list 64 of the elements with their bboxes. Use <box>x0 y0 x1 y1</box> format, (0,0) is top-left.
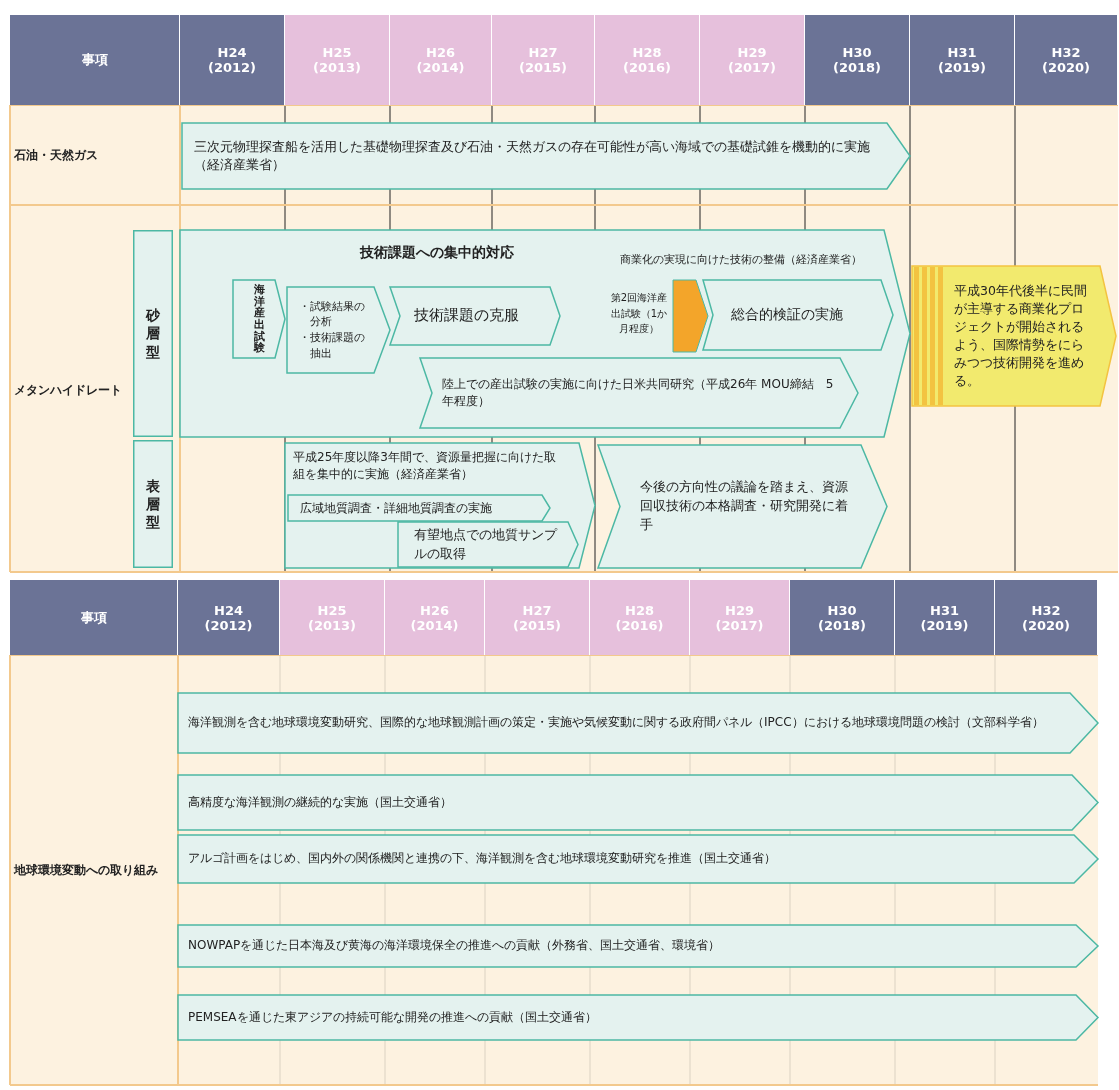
category-label: 表層型 <box>145 476 161 532</box>
row-heading: メタンハイドレート <box>14 381 123 399</box>
table-header-cell: H28 (2016) <box>595 15 700 105</box>
chevron-band <box>182 123 910 189</box>
arrow-text: 海洋観測を含む地球環境変動研究、国際的な地球観測計画の策定・実施や気候変動に関する政府間パネル（IPCC）における地球環境問題の検討（文部科学省） <box>188 714 1045 732</box>
chevron-band <box>285 443 595 568</box>
arrow-text: 平成25年度以降3年間で、資源量把握に向けた取組を集中的に実施（経済産業省） <box>293 449 557 484</box>
table-header-cell: 事項 <box>10 580 178 655</box>
arrow-text: 陸上での産出試験の実施に向けた日米共同研究（平成26年 MOU締結 5年程度） <box>442 375 834 410</box>
arrow-text: 広域地質調査・詳細地質調査の実施 <box>300 499 493 517</box>
row-heading: 地球環境変動への取り組み <box>14 861 159 879</box>
chevron-band <box>703 280 893 350</box>
table-header-cell: H32 (2020) <box>1015 15 1118 105</box>
arrow-text: 総合的検証の実施 <box>731 305 844 325</box>
chevron-band <box>420 358 858 428</box>
milestone-chevron <box>608 280 708 352</box>
table-header-cell: H26 (2014) <box>385 580 485 655</box>
category-box <box>133 440 173 568</box>
group-subheading: 商業化の実現に向けた技術の整備（経済産業省） <box>620 252 862 267</box>
category-label: 海洋産出試験 <box>252 284 266 354</box>
table-header-cell: H30 (2018) <box>790 580 895 655</box>
arrow-text: PEMSEAを通じた東アジアの持続可能な開発の推進への貢献（国土交通省） <box>188 1008 598 1026</box>
arrow-text: 有望地点での地質サンプルの取得 <box>414 525 559 563</box>
milestone-caption: 第2回海洋産出試験（1か月程度） <box>609 291 669 336</box>
table-header-cell: H30 (2018) <box>805 15 910 105</box>
arrow-text: アルゴ計画をはじめ、国内外の関係機関と連携の下、海洋観測を含む地球環境変動研究を推進（国土交通省） <box>188 850 777 868</box>
table-header-cell: H32 (2020) <box>995 580 1098 655</box>
chevron-band <box>178 925 1098 967</box>
table-header-cell: H26 (2014) <box>390 15 492 105</box>
chevron-band <box>178 995 1098 1040</box>
chevron-band <box>233 280 285 358</box>
group-heading: 技術課題への集中的対応 <box>360 243 514 262</box>
table-header-cell: H27 (2015) <box>492 15 595 105</box>
table-header-cell: H27 (2015) <box>485 580 590 655</box>
table-header-cell: H24 (2012) <box>178 580 280 655</box>
chevron-band <box>598 445 887 568</box>
chevron-band <box>398 522 578 567</box>
category-box <box>133 230 173 437</box>
table-header-cell: H31 (2019) <box>895 580 995 655</box>
table-header-cell: H31 (2019) <box>910 15 1015 105</box>
arrow-text: NOWPAPを通じた日本海及び黄海の海洋環境保全の推進への貢献（外務省、国土交通省、環境省） <box>188 937 722 955</box>
arrow-text: 今後の方向性の議論を踏まえ、資源回収技術の本格調査・研究開発に着手 <box>640 478 849 534</box>
table-header-cell: H29 (2017) <box>690 580 790 655</box>
chevron-band <box>178 775 1098 830</box>
table-header-cell: H25 (2013) <box>280 580 385 655</box>
chevron-band <box>288 495 550 521</box>
table-header-cell: 事項 <box>10 15 180 105</box>
chevron-band <box>178 693 1098 753</box>
table-header-cell: H29 (2017) <box>700 15 805 105</box>
chevron-band <box>390 287 560 345</box>
arrow-text: 高精度な海洋観測の継続的な実施（国土交通省） <box>188 793 453 811</box>
arrow-text: 平成30年代後半に民間が主導する商業化プロジェクトが開始されるよう、国際情勢をにらみつつ技術開発を進める。 <box>954 281 1088 391</box>
arrow-text: ・試験結果の分析 <box>299 298 366 330</box>
table-header-cell: H24 (2012) <box>180 15 285 105</box>
chevron-band <box>180 230 910 437</box>
goal-chevron <box>912 266 1116 406</box>
category-label: 砂層型 <box>145 306 161 361</box>
table-header-cell: H28 (2016) <box>590 580 690 655</box>
arrow-text: 技術課題の克服 <box>414 305 520 327</box>
table-header-cell: H25 (2013) <box>285 15 390 105</box>
chevron-band <box>178 835 1098 883</box>
arrow-text: 三次元物理探査船を活用した基礎物理探査及び石油・天然ガスの存在可能性が高い海域での基礎試錐を機動的に実施（経済産業省） <box>194 137 870 174</box>
arrow-text: ・技術課題の抽出 <box>299 330 366 361</box>
row-heading: 石油・天然ガス <box>14 146 99 164</box>
